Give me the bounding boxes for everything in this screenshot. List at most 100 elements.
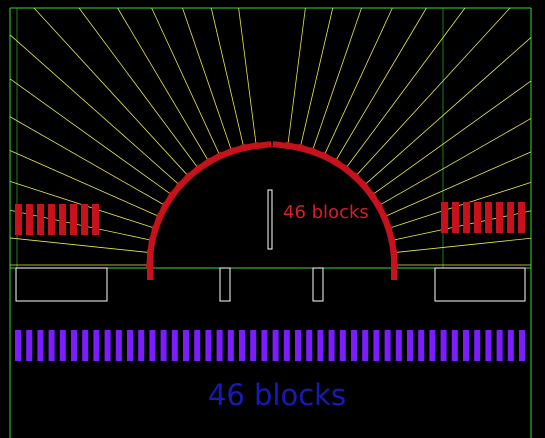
lower-block — [407, 330, 413, 361]
right-base-box — [434, 267, 526, 302]
lower-block — [519, 330, 525, 361]
ray-lines — [9, 7, 532, 266]
left-side-block — [59, 204, 66, 235]
ray-line — [344, 7, 466, 170]
right-side-block — [474, 202, 481, 233]
lower-block — [295, 330, 301, 361]
base-outlines — [15, 267, 526, 302]
arc-blocks — [146, 141, 398, 280]
right-side-block — [441, 202, 448, 233]
lower-block — [194, 330, 201, 361]
ray-line — [311, 7, 362, 152]
lower-block — [149, 330, 156, 361]
lower-block — [451, 330, 458, 361]
lower-block — [71, 330, 77, 361]
lower-block — [339, 330, 346, 361]
ray-line — [388, 181, 532, 229]
lower-block — [127, 330, 133, 361]
lower-block — [272, 330, 279, 361]
lower-block — [317, 330, 324, 361]
ray-line — [9, 237, 151, 254]
ray-line — [383, 151, 532, 218]
lower-block — [306, 330, 313, 361]
lower-block — [160, 330, 167, 361]
ray-line — [9, 34, 181, 187]
lower-block — [373, 330, 380, 361]
lower-block — [261, 330, 268, 361]
ray-line — [210, 7, 245, 149]
lower-block — [104, 330, 111, 361]
lower-block — [485, 330, 492, 361]
left-side-block — [81, 204, 88, 235]
right-side-block — [452, 202, 459, 233]
ray-line — [334, 7, 427, 163]
arc-block — [391, 250, 397, 280]
lower-block — [239, 330, 245, 361]
ray-line — [151, 7, 221, 157]
ray-line — [377, 118, 532, 207]
ray-line — [323, 7, 393, 157]
upper-block-count-label: 46 blocks — [283, 202, 369, 223]
left-post — [219, 267, 231, 302]
lower-block — [250, 330, 257, 361]
lower-block-row — [15, 330, 525, 361]
right-side-block — [507, 202, 514, 233]
left-side-block — [26, 204, 33, 235]
lower-block — [418, 330, 425, 361]
left-side-block — [70, 204, 77, 235]
ray-line — [354, 7, 511, 178]
lower-block — [496, 330, 503, 361]
side-blocks — [15, 202, 525, 235]
lower-block — [82, 330, 89, 361]
ray-line — [299, 7, 334, 149]
lower-block — [216, 330, 223, 361]
lower-block — [395, 330, 402, 361]
lower-block — [171, 330, 178, 361]
lower-block — [328, 330, 335, 361]
arc-block — [241, 141, 272, 151]
ray-line — [9, 78, 173, 196]
lower-block — [15, 330, 21, 361]
lower-block — [115, 330, 122, 361]
lower-block — [507, 330, 514, 361]
lower-block — [183, 330, 189, 361]
lower-block-count-label: 46 blocks — [208, 378, 346, 412]
ray-line — [182, 7, 233, 152]
lower-block — [138, 330, 145, 361]
right-side-block — [496, 202, 503, 233]
left-side-block — [15, 204, 22, 235]
lower-block — [362, 330, 369, 361]
ray-line — [78, 7, 200, 170]
ray-line — [238, 7, 257, 147]
lower-block — [351, 330, 357, 361]
lower-block — [59, 330, 66, 361]
lower-block — [227, 330, 234, 361]
left-side-block — [92, 204, 99, 235]
ray-line — [9, 150, 161, 218]
lower-block — [283, 330, 290, 361]
ray-line — [33, 7, 190, 178]
lower-block — [93, 330, 100, 361]
lower-block — [37, 330, 44, 361]
lower-block — [440, 330, 447, 361]
lower-block — [205, 330, 212, 361]
lower-block — [26, 330, 33, 361]
ray-line — [363, 37, 532, 187]
lower-block — [463, 330, 469, 361]
ray-line — [117, 7, 210, 163]
left-base-box — [15, 267, 108, 302]
ray-line — [371, 80, 532, 196]
right-side-block — [518, 202, 525, 233]
lower-block — [474, 330, 481, 361]
left-side-block — [37, 204, 44, 235]
lower-block — [48, 330, 55, 361]
right-side-block — [485, 202, 492, 233]
ray-line — [9, 116, 167, 207]
right-side-block — [463, 202, 470, 233]
ray-line — [393, 237, 532, 254]
ray-line — [287, 7, 306, 147]
lower-block — [429, 330, 436, 361]
left-side-block — [48, 204, 55, 235]
center-marker — [267, 189, 273, 250]
